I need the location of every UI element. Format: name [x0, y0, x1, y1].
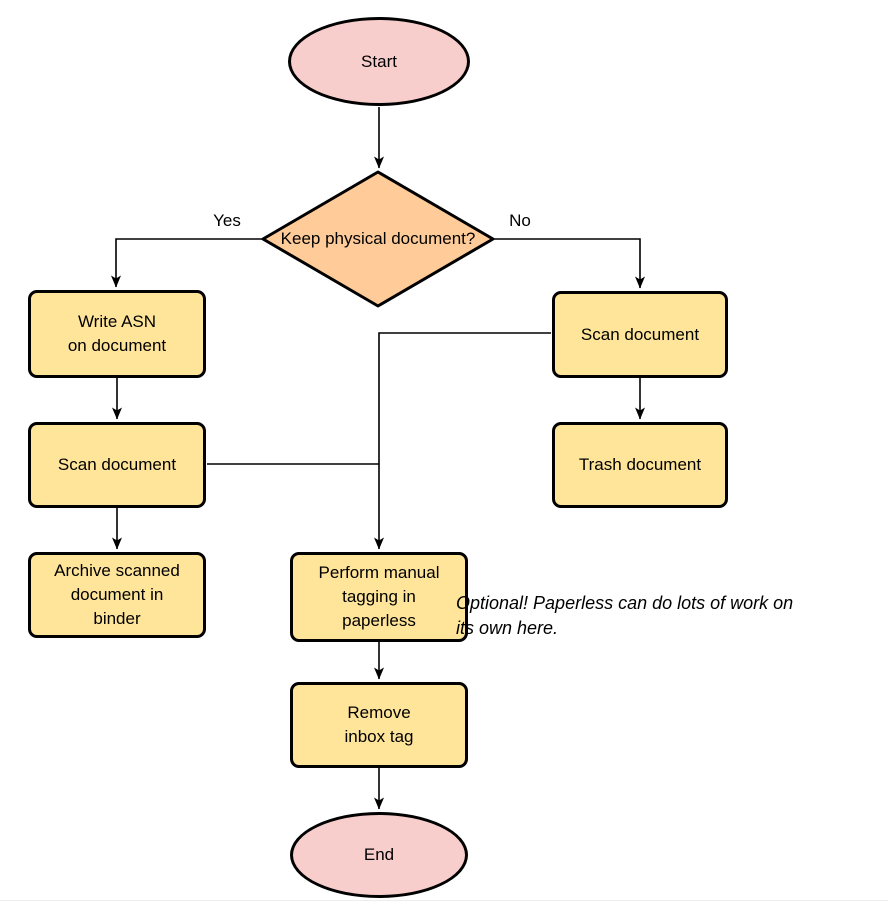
trash-document-node-label: Trash document: [578, 455, 702, 474]
write-asn-node: Write ASN on document: [28, 290, 206, 378]
edge-label-no: No: [509, 211, 531, 230]
scan-document-left-node: Scan document: [28, 422, 206, 508]
start-node-label: Start: [361, 51, 397, 71]
start-node: Start: [288, 17, 470, 106]
edge-decision-scan-right: [493, 238, 645, 289]
archive-node-label: Archive scanned document in binder: [54, 561, 180, 628]
remove-inbox-tag-node: Remove inbox tag: [290, 682, 468, 768]
manual-tagging-node-label: Perform manual tagging in paperless: [318, 563, 440, 630]
optional-annotation: Optional! Paperless can do lots of work …: [456, 593, 794, 638]
scan-document-right-node: Scan document: [552, 291, 728, 378]
edge-scan-right-tagging: [374, 332, 551, 550]
edge-decision-write-asn: [111, 238, 263, 288]
write-asn-node-label: Write ASN on document: [67, 312, 167, 355]
bottom-divider: [0, 900, 888, 901]
archive-node: Archive scanned document in binder: [28, 552, 206, 638]
end-node-label: End: [363, 845, 395, 864]
end-node: End: [290, 812, 468, 898]
scan-document-right-label: Scan document: [580, 324, 700, 344]
edge-label-yes: Yes: [213, 211, 241, 230]
remove-inbox-tag-node-label: Remove inbox tag: [344, 703, 414, 746]
trash-document-node: Trash document: [552, 422, 728, 508]
manual-tagging-node: Perform manual tagging in paperless: [290, 552, 468, 642]
decision-node-label: Keep physical document?: [280, 229, 476, 248]
scan-document-left-label: Scan document: [57, 455, 177, 474]
